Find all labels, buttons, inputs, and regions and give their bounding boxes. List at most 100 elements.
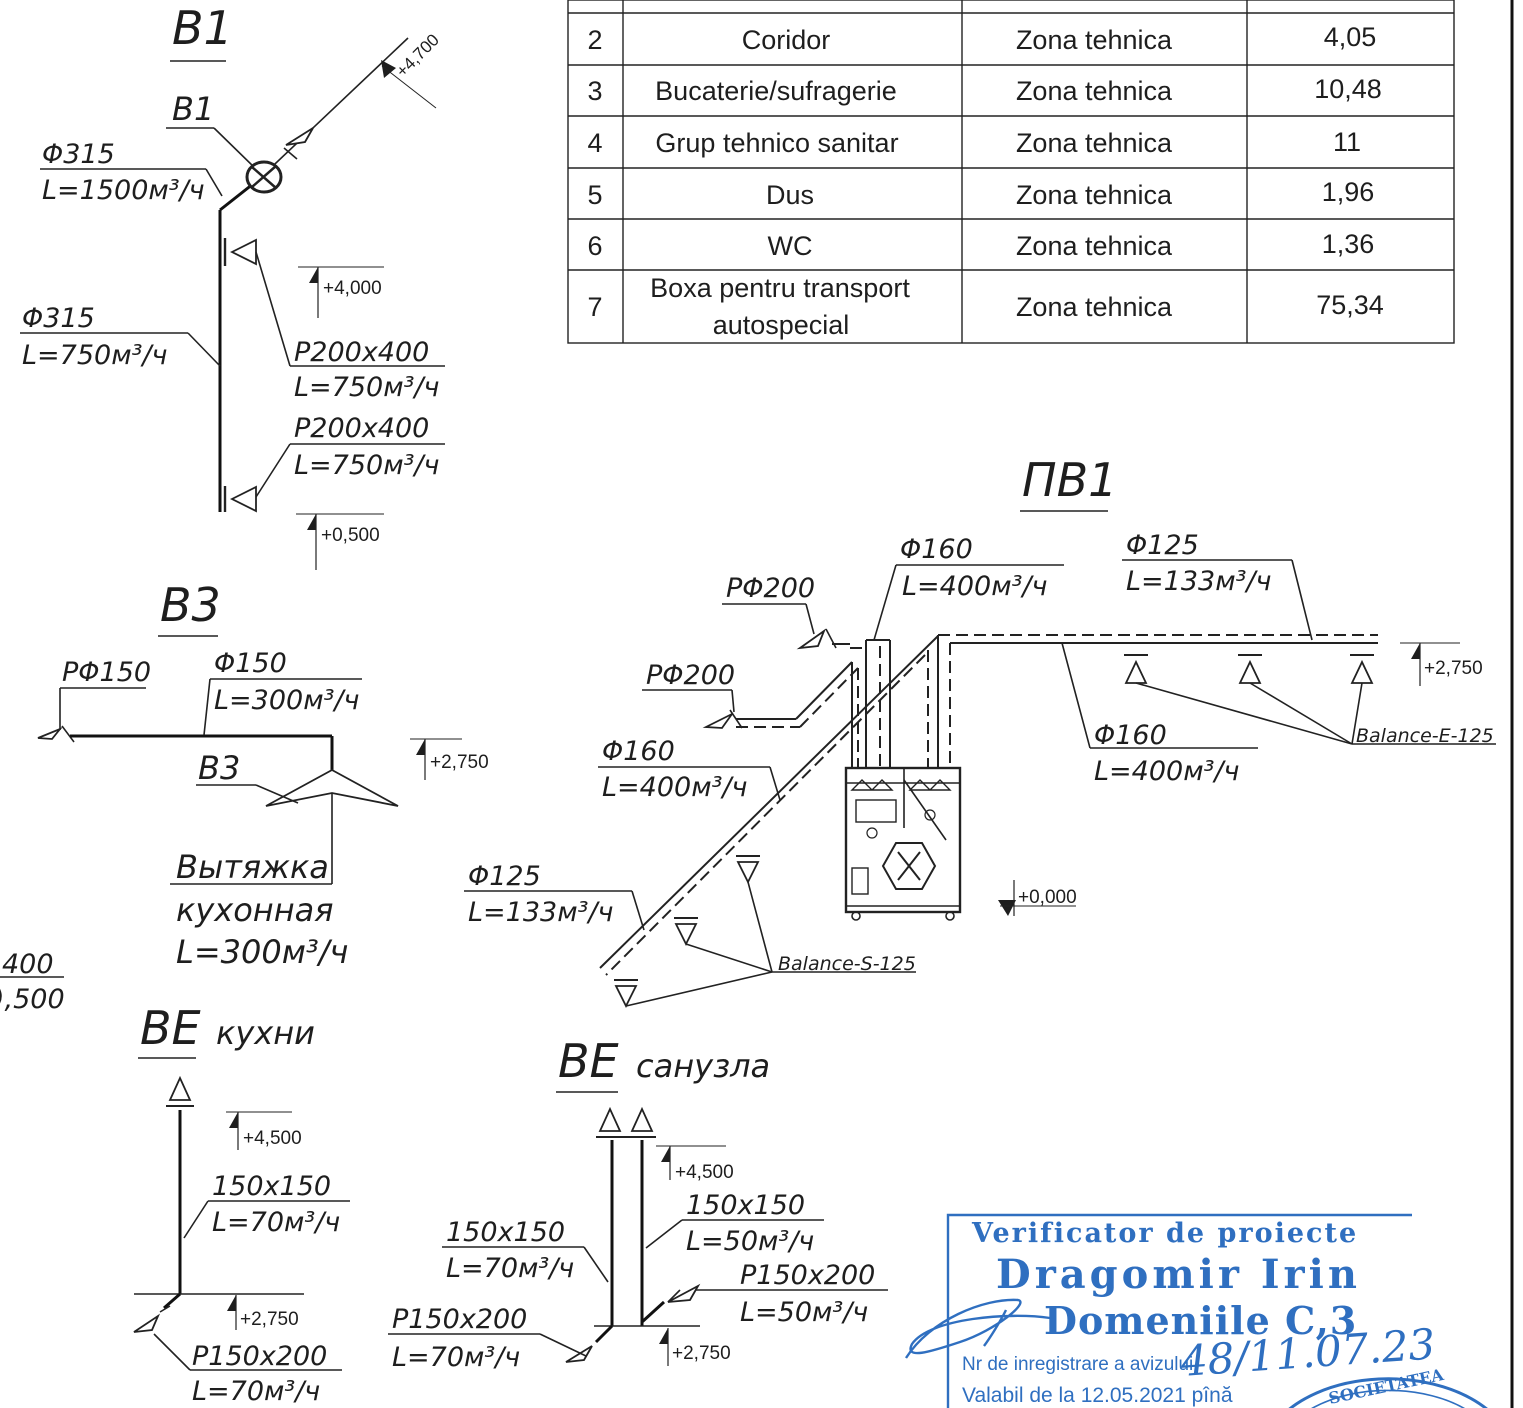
b1-grille2: P200x400	[294, 413, 429, 444]
stamp-line2: Dragomir Irin	[996, 1251, 1361, 1298]
b1-level-top: +4,700	[392, 30, 443, 81]
grille-icon	[229, 485, 257, 513]
grille-icon	[702, 713, 733, 729]
b1-title: B1	[172, 1, 233, 55]
exhaust-hood-icon	[630, 1106, 654, 1132]
be-kitchen-grille: P150x200	[192, 1341, 327, 1372]
be-kitchen-level-top: +4,500	[243, 1128, 302, 1149]
table-cell-room: autospecial	[713, 310, 850, 340]
b3-hood-tag: B3	[198, 749, 240, 787]
table-cell-room: Bucaterie/sufragerie	[655, 76, 897, 106]
pv1-duct125-top: Φ125	[1126, 530, 1199, 561]
be-bath-flow-right: L=50м³/ч	[686, 1226, 814, 1257]
pv1-flow125-left: L=133м³/ч	[468, 897, 613, 928]
b1-grille2-flow: L=750м³/ч	[294, 450, 439, 481]
b1-flow-top: L=1500м³/ч	[42, 175, 205, 206]
verification-stamp: Verificator de proiecte Dragomir Irin Do…	[904, 1213, 1488, 1408]
be-bath-grille-left-flow: L=70м³/ч	[392, 1342, 520, 1373]
air-handling-unit-icon	[844, 766, 962, 921]
fan-icon	[245, 160, 283, 194]
be-bath-grille-left: P150x200	[392, 1304, 527, 1335]
diffuser-icon	[1124, 654, 1148, 684]
table-cell-zone: Zona tehnica	[1016, 231, 1173, 261]
grille-icon	[667, 1283, 701, 1303]
table-cell-room: Dus	[766, 180, 814, 210]
b1-duct-top: Φ315	[42, 139, 115, 170]
pv1-grille-a: PΦ200	[726, 573, 815, 604]
b1-fan-tag: B1	[172, 90, 214, 128]
pv1-level-top: +2,750	[1424, 658, 1483, 679]
cutoff-line1: 400	[2, 949, 54, 980]
system-pv1: ПВ1 PΦ200 PΦ200	[464, 453, 1496, 1009]
pv1-duct160-right: Φ160	[1094, 720, 1167, 751]
pv1-flow160-top: L=400м³/ч	[902, 571, 1047, 602]
stamp-line4: Nr de inregistrare a avizului	[962, 1354, 1193, 1375]
table-cell-area: 4,05	[1324, 22, 1377, 52]
b3-hood-line2: кухонная	[176, 891, 333, 929]
diffuser-icon	[736, 855, 760, 885]
grille-icon	[133, 1313, 161, 1333]
be-kitchen-duct: 150x150	[212, 1171, 331, 1202]
table-cell-zone: Zona tehnica	[1016, 180, 1173, 210]
exhaust-hood-icon	[168, 1075, 192, 1101]
table-cell-zone: Zona tehnica	[1016, 76, 1173, 106]
table-cell-zone: Zona tehnica	[1016, 292, 1173, 322]
b3-level: +2,750	[430, 752, 489, 773]
table-cell-room: Boxa pentru transport	[650, 273, 910, 303]
table-cell-room: Grup tehnico sanitar	[655, 128, 898, 158]
diffuser-icon	[674, 917, 698, 947]
be-bath-grille-right-flow: L=50м³/ч	[740, 1297, 868, 1328]
be-bath-duct-right: 150x150	[686, 1190, 805, 1221]
pv1-flow160-right: L=400м³/ч	[1094, 756, 1239, 787]
signature	[904, 1298, 1051, 1359]
b1-grille1: P200x400	[294, 337, 429, 368]
pv1-duct125-left: Φ125	[468, 861, 541, 892]
b3-hood-line1: Вытяжка	[176, 848, 329, 886]
b1-level-mid: +4,000	[323, 278, 382, 299]
table-cell-area: 1,36	[1322, 229, 1375, 259]
grille-icon	[796, 628, 826, 650]
pv1-flow160-left: L=400м³/ч	[602, 772, 747, 803]
b1-grille1-flow: L=750м³/ч	[294, 372, 439, 403]
room-table: 2 Coridor Zona tehnica 4,05 3 Bucaterie/…	[567, 0, 1455, 344]
table-cell-zone: Zona tehnica	[1016, 128, 1173, 158]
cutoff-line2: ),500	[0, 984, 65, 1015]
be-bath-level-top: +4,500	[675, 1162, 734, 1183]
be-bath-level-bot: +2,750	[672, 1343, 731, 1364]
system-b1: B1 B1 +4,700 Φ315 L=1500м³/ч P200x40	[20, 1, 445, 570]
left-cutoff-labels: 400 ),500	[0, 949, 65, 1015]
diffuser-icon	[1238, 654, 1262, 684]
grille-icon	[565, 1345, 593, 1363]
table-cell-room: Coridor	[742, 25, 831, 55]
be-kitchen-flow: L=70м³/ч	[212, 1207, 340, 1238]
table-row: 4	[587, 128, 602, 158]
b3-hood-line3: L=300м³/ч	[176, 933, 348, 971]
grille-icon	[37, 726, 63, 740]
grille-icon	[285, 127, 314, 146]
system-be-kitchen: BE кухни +4,500 150x150 L=70м³/ч +2,750 …	[133, 1001, 350, 1407]
stamp-line1: Verificator de proiecte	[971, 1218, 1358, 1249]
be-bath-duct-left: 150x150	[446, 1217, 565, 1248]
table-cell-area: 1,96	[1322, 177, 1375, 207]
pv1-grille-b: PΦ200	[646, 660, 735, 691]
b3-grille: PΦ150	[62, 657, 151, 688]
pv1-duct160-left: Φ160	[602, 736, 675, 767]
stamp-line5: Valabil de la 12.05.2021 pînă	[962, 1384, 1233, 1407]
table-cell-room: WC	[768, 231, 813, 261]
be-bath-subtitle: санузла	[636, 1047, 770, 1085]
table-row: 2	[587, 25, 602, 55]
exhaust-hood-icon	[598, 1106, 622, 1132]
pv1-title: ПВ1	[1022, 453, 1117, 507]
pv1-balance-e: Balance-E-125	[1356, 725, 1494, 747]
diffuser-icon	[614, 979, 638, 1009]
pv1-duct160-top: Φ160	[900, 534, 973, 565]
pv1-flow125-top: L=133м³/ч	[1126, 566, 1271, 597]
be-kitchen-title: BE	[140, 1001, 201, 1055]
diffuser-icon	[1350, 654, 1374, 684]
table-row: 6	[587, 231, 602, 261]
b3-duct-label: Φ150	[214, 648, 287, 679]
be-kitchen-level-bot: +2,750	[240, 1309, 299, 1330]
pv1-balance-s: Balance-S-125	[778, 953, 916, 975]
be-kitchen-grille-flow: L=70м³/ч	[192, 1376, 320, 1407]
